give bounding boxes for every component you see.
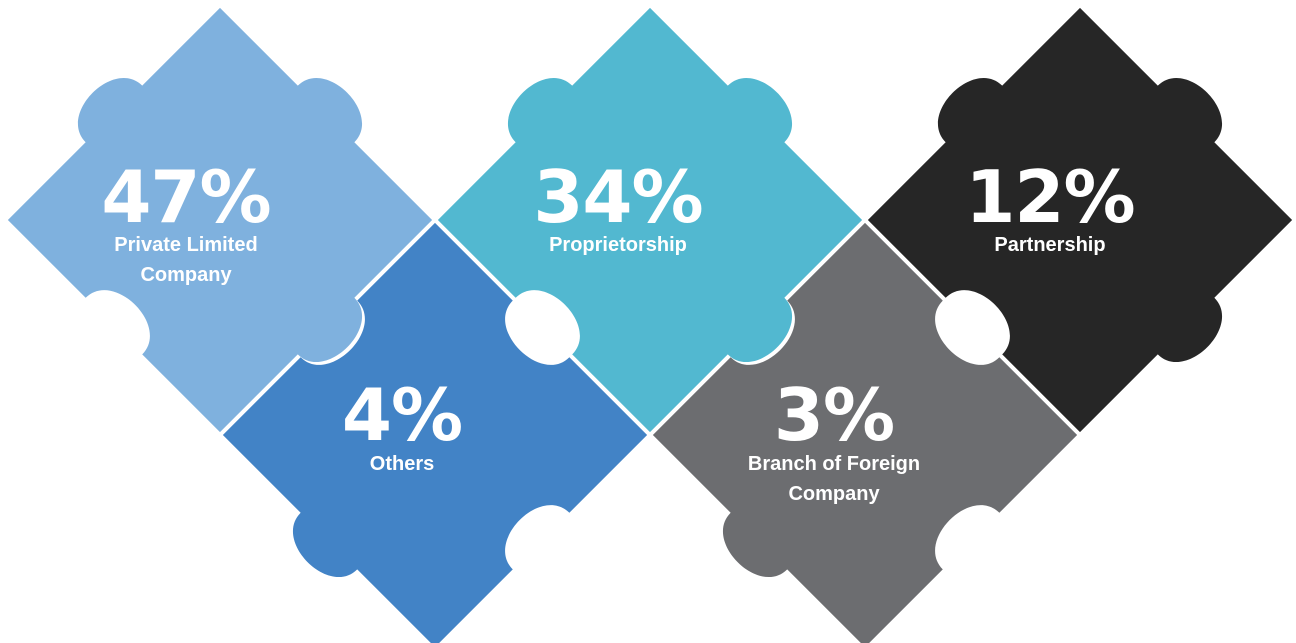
percent-branch-foreign: 3%: [774, 373, 894, 457]
puzzle-piece-private-limited: [7, 7, 433, 433]
puzzle-shape-proprietorship: [437, 7, 863, 433]
puzzle-piece-branch-foreign: [652, 222, 1078, 643]
label-others: Others: [370, 453, 434, 475]
puzzle-piece-proprietorship: [437, 7, 863, 433]
puzzle-shape-partnership: [867, 7, 1293, 433]
label-private-limited-line2: Company: [140, 264, 232, 286]
puzzle-shape-others: [222, 222, 648, 643]
label-private-limited-line1: Private Limited: [114, 234, 257, 256]
percent-private-limited: 47%: [101, 155, 270, 239]
label-branch-foreign-line1: Branch of Foreign: [748, 453, 920, 475]
label-partnership: Partnership: [994, 234, 1105, 256]
label-proprietorship: Proprietorship: [549, 234, 687, 256]
percent-partnership: 12%: [965, 155, 1134, 239]
puzzle-piece-partnership: [867, 7, 1293, 433]
percent-others: 4%: [342, 373, 462, 457]
puzzle-shape-private-limited: [7, 7, 433, 433]
label-branch-foreign-line2: Company: [788, 483, 880, 505]
percent-proprietorship: 34%: [533, 155, 702, 239]
puzzle-shape-branch-foreign: [652, 222, 1078, 643]
puzzle-piece-others: [222, 222, 648, 643]
